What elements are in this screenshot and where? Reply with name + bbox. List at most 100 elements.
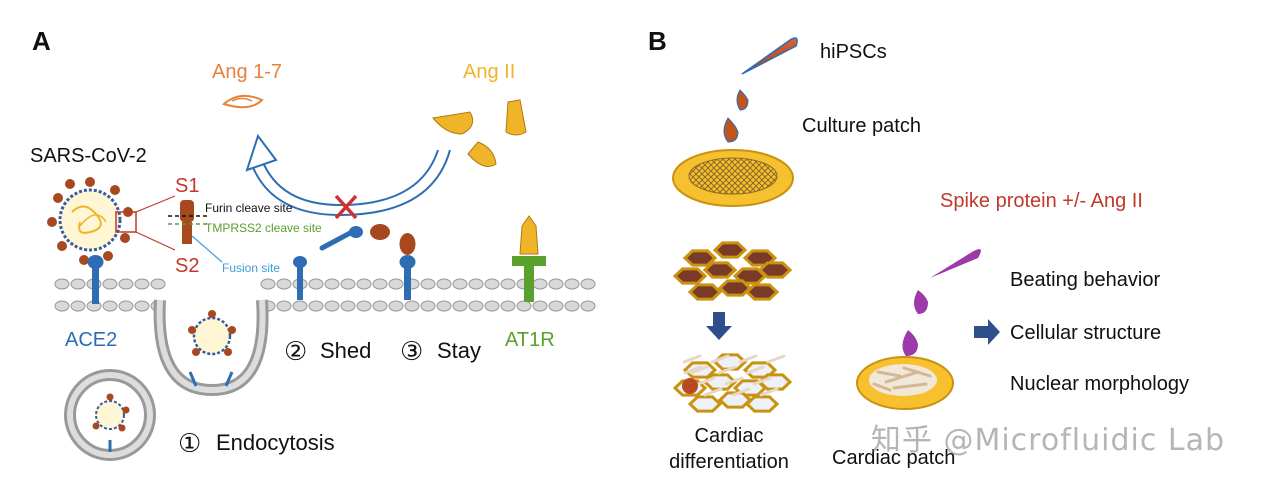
right-arrow-icon: [974, 319, 1000, 345]
cardiomyocyte-fiber: [682, 354, 702, 364]
lipid-head: [452, 300, 468, 312]
pipette-spike-icon: [902, 249, 981, 356]
lipid-head: [500, 278, 516, 290]
lipid-head: [436, 278, 452, 290]
zoom-lines: [135, 195, 176, 251]
lipid-head: [340, 278, 356, 290]
lipid-head: [70, 300, 86, 312]
lipid-head: [420, 278, 436, 290]
hex-cell: [702, 261, 738, 279]
lipid-head: [324, 300, 340, 312]
endosome: [64, 369, 156, 461]
beating-label: Beating behavior: [1010, 269, 1160, 291]
lipid-head: [484, 278, 500, 290]
hex-cell: [717, 279, 753, 297]
spike-highlight-box: [115, 211, 137, 233]
panel-a-letter: A: [32, 26, 51, 56]
cardiomyocyte-fiber: [717, 365, 737, 375]
cardiomyocyte-fiber: [703, 387, 723, 397]
culture-patch-dish: [672, 149, 794, 207]
hex-cell: [757, 261, 793, 279]
lipid-head: [356, 300, 372, 312]
stay-label: Stay: [437, 338, 481, 363]
shed-label: Shed: [320, 338, 371, 363]
lipid-head: [134, 300, 150, 312]
watermark: 知乎 @Microfluidic Lab: [870, 423, 1225, 458]
lipid-head: [70, 278, 86, 290]
lipid-head: [580, 300, 596, 312]
lipid-head: [468, 278, 484, 290]
lipid-head: [532, 278, 548, 290]
endocytosis-number: ①: [178, 429, 201, 459]
hex-cell: [687, 283, 723, 301]
lipid-head: [532, 300, 548, 312]
culture-patch-label: Culture patch: [802, 115, 921, 137]
endocytosis-label: Endocytosis: [216, 430, 335, 455]
hex-scaffold-icon: [672, 241, 793, 301]
hex-cell: [757, 373, 793, 391]
virus-particle: [58, 188, 122, 252]
ace2-spike-bound-receptor: [399, 233, 416, 300]
cellular-label: Cellular structure: [1010, 322, 1161, 344]
spike-protein-icon: [180, 200, 194, 244]
ang2-label: Ang II: [463, 61, 515, 83]
lipid-head: [260, 278, 276, 290]
lipid-head: [420, 300, 436, 312]
tmprss2-label: TMPRSS2 cleave site: [205, 221, 322, 235]
cardiac-diff-label-2: differentiation: [669, 451, 789, 473]
lipid-head: [436, 300, 452, 312]
ace2-receptor-2: [293, 256, 307, 300]
lipid-head: [356, 278, 372, 290]
cell-cluster: [682, 378, 698, 394]
lipid-head: [308, 300, 324, 312]
cardiomyocyte-fiber: [759, 387, 779, 397]
fusion-pointer: [191, 235, 223, 263]
s1-label: S1: [175, 175, 199, 197]
hex-cell: [682, 249, 718, 267]
lipid-head: [548, 300, 564, 312]
cardiomyocyte-fiber: [745, 365, 765, 375]
hex-cell: [672, 267, 708, 285]
shed-ace2-fragment: [319, 224, 390, 251]
lipid-head: [452, 278, 468, 290]
lipid-head: [372, 278, 388, 290]
cardiac-diff-label-1: Cardiac: [695, 425, 764, 447]
cardiomyocyte-fiber: [689, 365, 709, 375]
cardiomyocyte-fiber: [710, 354, 730, 364]
ang2-peptide-icon: [432, 99, 527, 167]
cardiomyocyte-fiber: [696, 376, 716, 386]
lipid-head: [500, 300, 516, 312]
lipid-head: [580, 278, 596, 290]
cardiomyocyte-fiber: [731, 387, 751, 397]
cardiomyocyte-fiber: [752, 376, 772, 386]
ace2-label: ACE2: [65, 329, 117, 351]
pipette-hipsc-icon: [723, 37, 798, 143]
down-arrow-icon: [706, 312, 732, 340]
shed-number: ②: [284, 337, 307, 367]
lipid-head: [516, 300, 532, 312]
virus-spikes: [47, 177, 133, 265]
hex-cell: [744, 283, 780, 301]
ang17-peptide-icon: [221, 94, 264, 109]
blocked-x-icon: [334, 194, 358, 220]
lipid-head: [54, 278, 70, 290]
lipid-head: [548, 278, 564, 290]
hex-cell: [687, 395, 723, 413]
fusion-label: Fusion site: [222, 261, 280, 275]
nuclear-label: Nuclear morphology: [1010, 373, 1189, 395]
lipid-head: [388, 278, 404, 290]
cardiomyocyte-fiber: [724, 376, 744, 386]
lipid-head: [388, 300, 404, 312]
lipid-head: [150, 278, 166, 290]
hipsc-label: hiPSCs: [820, 41, 887, 63]
at1r-label: AT1R: [505, 329, 555, 351]
cardiomyocyte-fiber: [683, 365, 703, 375]
lipid-head: [484, 300, 500, 312]
lipid-head: [468, 300, 484, 312]
lipid-head: [118, 300, 134, 312]
differentiated-tissue-icon: [672, 353, 793, 413]
stay-number: ③: [400, 337, 423, 367]
panel-b-letter: B: [648, 26, 667, 56]
spike-protein-label: Spike protein +/- Ang II: [940, 190, 1143, 212]
